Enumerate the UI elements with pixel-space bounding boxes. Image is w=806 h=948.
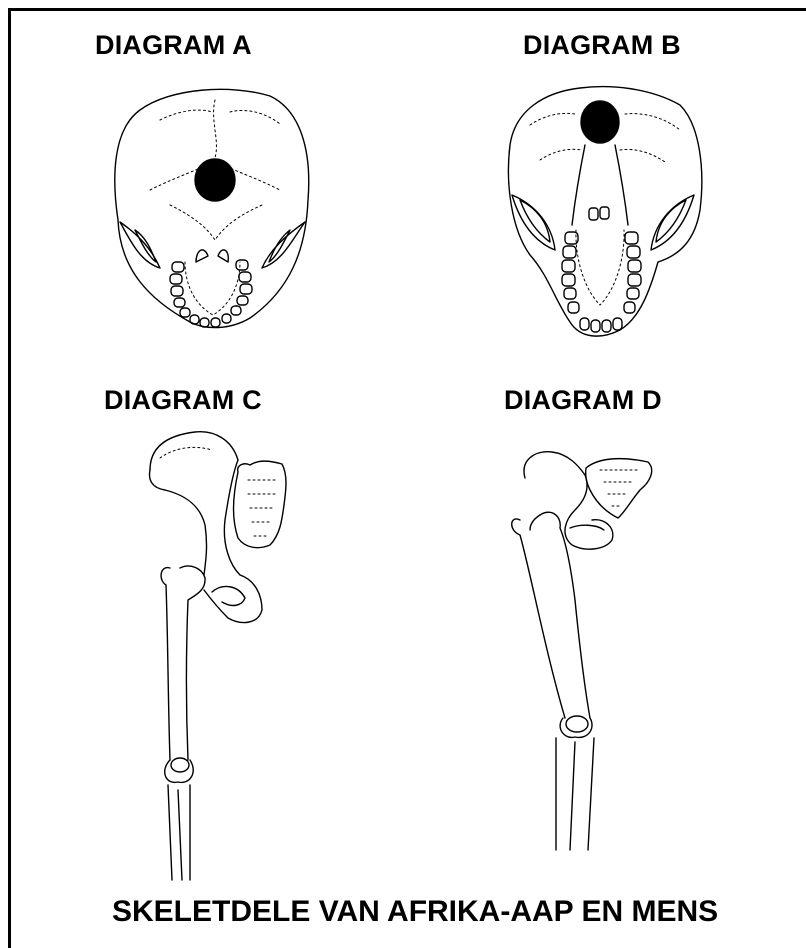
diagram-c-leg [150,432,286,880]
foramen-magnum-b [581,101,619,143]
diagram-d-leg [512,452,652,850]
diagram-a-skull [115,89,309,327]
teeth-b [562,232,641,332]
diagram-b-skull [508,87,701,337]
teeth-a [170,260,252,327]
foramen-magnum-a [195,159,235,201]
caption: SKELETDELE VAN AFRIKA-AAP EN MENS [112,895,718,929]
